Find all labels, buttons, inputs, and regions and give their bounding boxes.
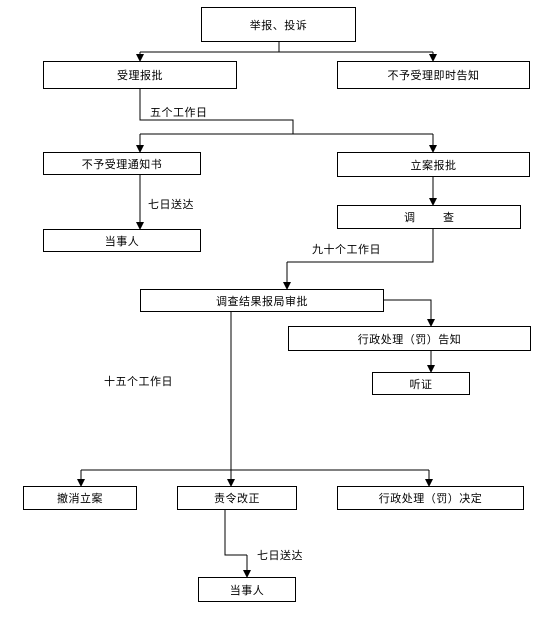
node-no-accept-notice: 不予受理即时告知: [337, 61, 530, 89]
node-revoke-case-text: 撤消立案: [57, 492, 103, 505]
node-hearing: 听证: [372, 372, 470, 395]
connector-investigate-down: [287, 229, 434, 263]
node-penalty-decision: 行政处理（罚）决定: [337, 486, 524, 510]
node-file-case: 立案报批: [337, 152, 530, 177]
node-order-correction: 责令改正: [177, 486, 297, 510]
arrow-to-penalty-notice: [384, 299, 435, 327]
node-report-complaint: 举报、投诉: [201, 7, 356, 42]
node-investigate-text-2: 查: [443, 211, 454, 224]
node-file-case-text: 立案报批: [410, 158, 457, 172]
label-ninety-workdays: 九十个工作日: [312, 243, 381, 256]
label-fifteen-workdays: 十五个工作日: [104, 375, 173, 388]
node-penalty-notice: 行政处理（罚）告知: [288, 326, 531, 351]
node-investigate: 调查: [337, 205, 521, 229]
node-penalty-notice-text: 行政处理（罚）告知: [357, 332, 462, 346]
node-result-review-text: 调查结果报局审批: [216, 294, 308, 308]
node-result-review: 调查结果报局审批: [140, 289, 384, 312]
node-accept-approval: 受理报批: [43, 61, 237, 89]
connector-accept-down: [139, 89, 433, 135]
node-penalty-decision-text: 行政处理（罚）决定: [378, 492, 483, 505]
label-seven-days-delivery-2: 七日送达: [257, 549, 303, 562]
node-hearing-text: 听证: [409, 377, 433, 391]
node-revoke-case: 撤消立案: [23, 486, 137, 510]
node-party-1-text: 当事人: [104, 234, 140, 248]
label-seven-days-delivery-1: 七日送达: [148, 198, 194, 211]
node-order-correction-text: 责令改正: [214, 492, 260, 505]
node-no-accept-letter: 不予受理通知书: [43, 152, 201, 175]
label-five-workdays: 五个工作日: [150, 106, 208, 119]
node-accept-approval-text: 受理报批: [117, 69, 163, 82]
node-no-accept-letter-text: 不予受理通知书: [81, 157, 163, 171]
node-party-2-text: 当事人: [229, 583, 265, 597]
node-report-complaint-text: 举报、投诉: [249, 18, 308, 32]
node-investigate-text-1: 调: [404, 211, 415, 224]
node-party-1: 当事人: [43, 229, 201, 252]
node-no-accept-notice-text: 不予受理即时告知: [387, 69, 480, 82]
connector-order-fix-down: [224, 510, 247, 556]
connector-report-split: [140, 42, 433, 53]
node-party-2: 当事人: [198, 577, 296, 602]
